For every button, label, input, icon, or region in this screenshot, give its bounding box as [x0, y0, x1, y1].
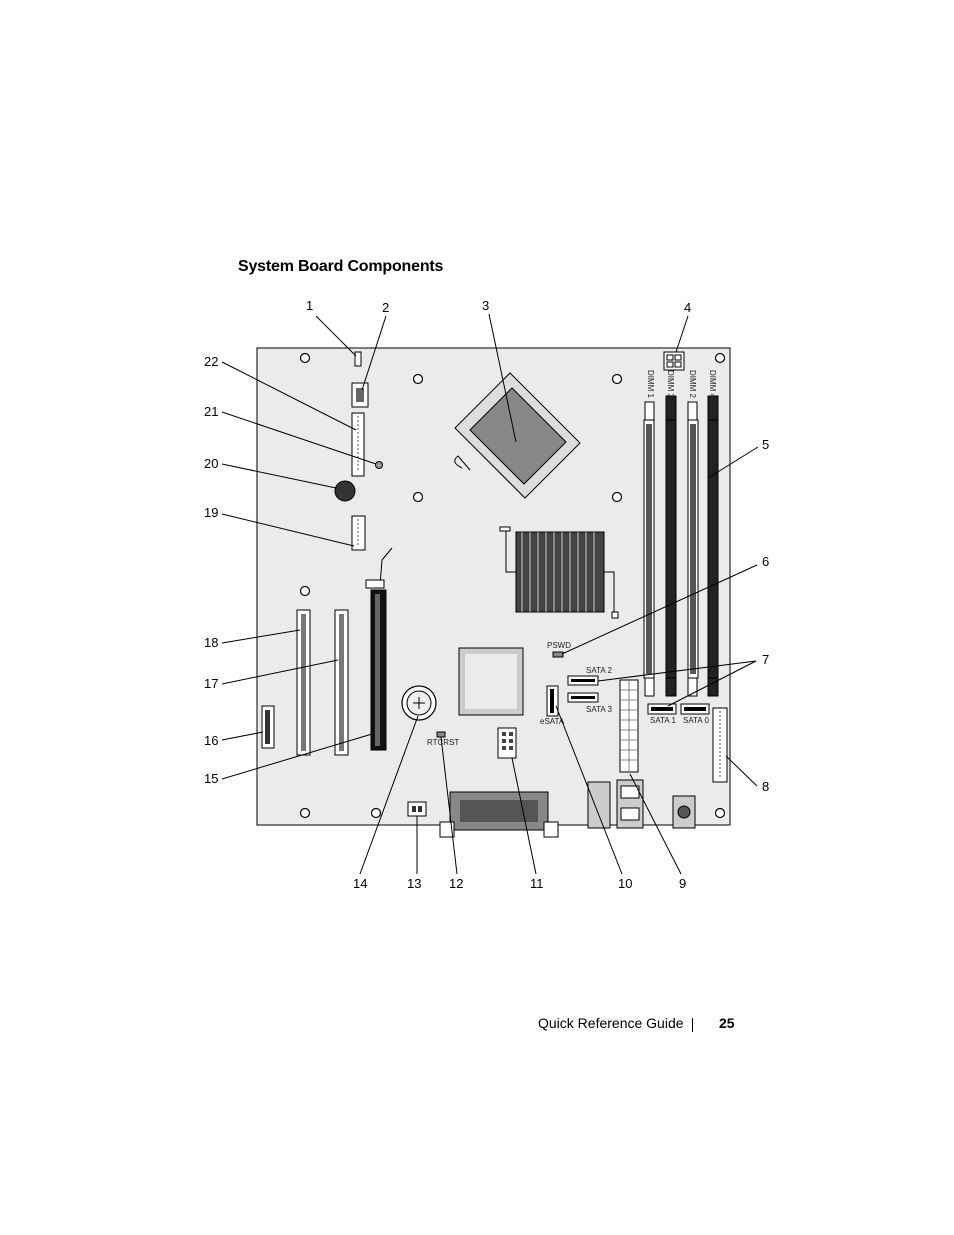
sata2-label: SATA 2 [586, 666, 612, 675]
back-panel-connectors [439, 779, 696, 838]
sata-connectors [546, 675, 710, 717]
callout-5: 5 [762, 437, 769, 452]
callout-7: 7 [762, 652, 769, 667]
callout-8: 8 [762, 779, 769, 794]
callout-20: 20 [204, 456, 218, 471]
callout-18: 18 [204, 635, 218, 650]
fan-connector [407, 801, 427, 817]
footer-separator [692, 1018, 693, 1032]
power-led [375, 461, 383, 469]
callout-3: 3 [482, 298, 489, 313]
esata-label: eSATA [540, 717, 565, 726]
fan-connector-pin-a [412, 806, 416, 812]
page-number: 25 [719, 1015, 735, 1031]
callout-4: 4 [684, 300, 691, 315]
sata3-label: SATA 3 [586, 705, 612, 714]
pci-slots [296, 609, 349, 756]
section-title: System Board Components [238, 258, 444, 275]
callout-10: 10 [618, 876, 632, 891]
callout-14: 14 [353, 876, 367, 891]
callout-1: 1 [306, 298, 313, 313]
rtcrst-label: RTCRST [427, 738, 459, 747]
memory-slots [643, 395, 719, 697]
mounting-holes [299, 352, 726, 819]
dimm1-label: DIMM 1 [646, 370, 655, 399]
fan-connector-small [354, 351, 362, 367]
callout-19: 19 [204, 505, 218, 520]
callout-22: 22 [204, 354, 218, 369]
pci-express-x16-slot [365, 547, 393, 751]
coin-cell-battery [401, 685, 437, 721]
front-panel-connector-pins [356, 388, 364, 402]
cpu-power-pins [666, 354, 682, 368]
callout-15: 15 [204, 771, 218, 786]
processor-socket [454, 372, 581, 499]
speaker [334, 480, 356, 502]
callout-9: 9 [679, 876, 686, 891]
callout-21: 21 [204, 404, 218, 419]
callout-12: 12 [449, 876, 463, 891]
callout-11: 11 [530, 876, 544, 891]
pswd-label: PSWD [547, 641, 571, 650]
callout-2: 2 [382, 300, 389, 315]
sata1-label: SATA 1 [650, 716, 676, 725]
password-jumper [552, 651, 564, 658]
dimm2-label: DIMM 2 [688, 370, 697, 399]
pci-express-x1-slot [261, 705, 275, 749]
dimm3-label: DIMM 3 [666, 370, 675, 399]
internal-usb-header [497, 727, 517, 759]
footer-guide-name: Quick Reference Guide [538, 1015, 684, 1031]
callout-17: 17 [204, 676, 218, 691]
fan-connector-pin-b [418, 806, 422, 812]
callout-leaders [221, 313, 759, 875]
bridge-chip-face [465, 654, 517, 709]
sata0-label: SATA 0 [683, 716, 709, 725]
main-power-pins [620, 680, 638, 772]
callout-6: 6 [762, 554, 769, 569]
callout-13: 13 [407, 876, 421, 891]
rtc-reset-jumper [436, 731, 446, 738]
dimm4-label: DIMM 4 [708, 370, 717, 399]
internal-usb-pins [502, 732, 513, 750]
callout-16: 16 [204, 733, 218, 748]
chipset-heatsink [499, 526, 619, 619]
